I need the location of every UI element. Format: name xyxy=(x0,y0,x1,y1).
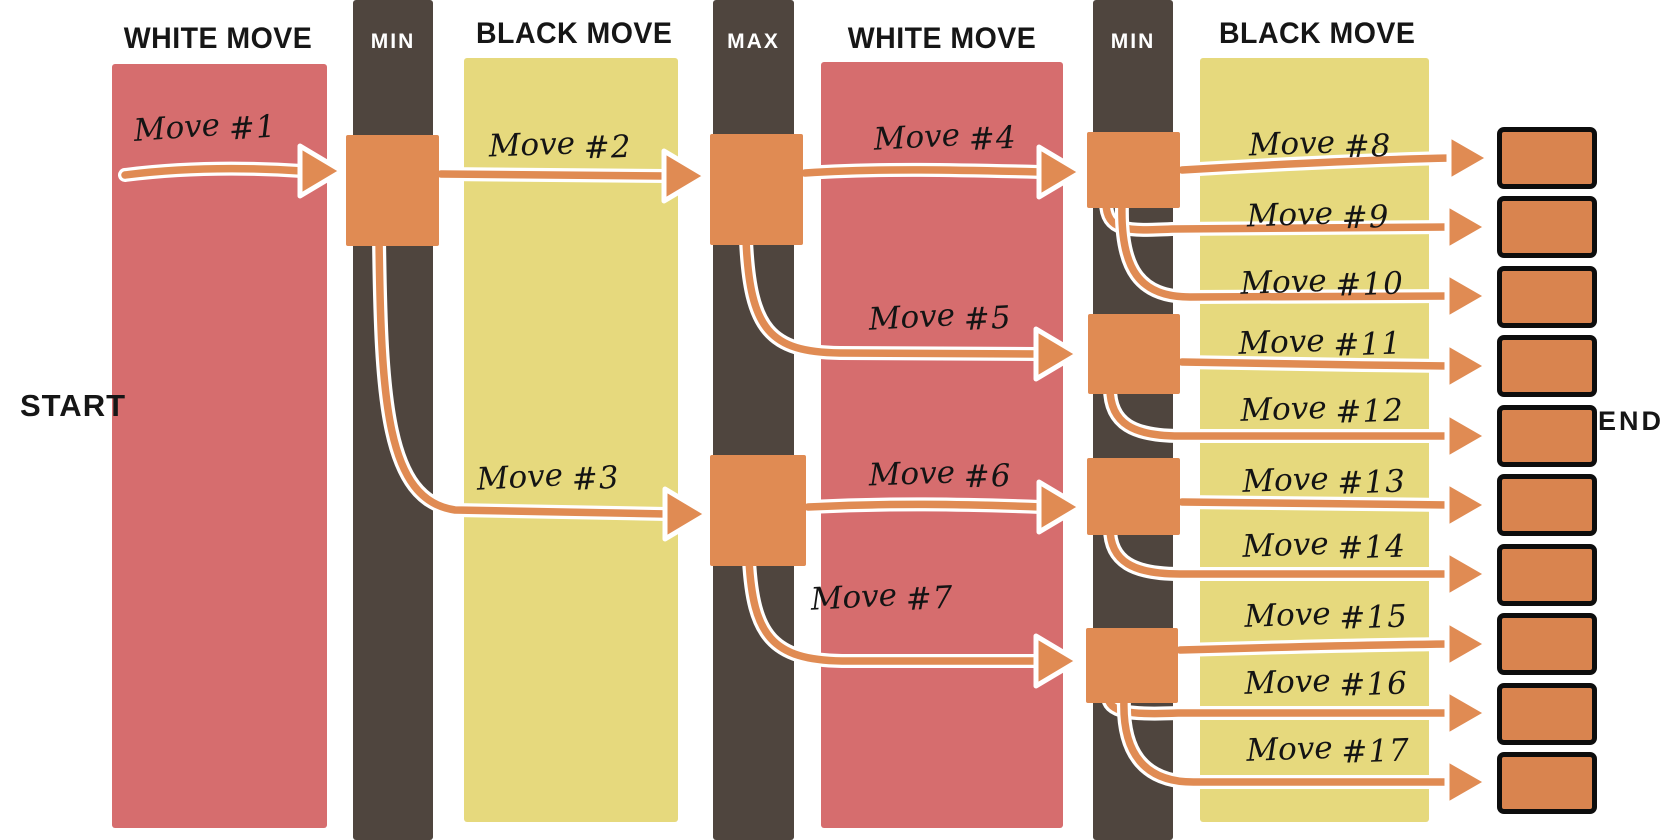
move-label-8: Move#8 xyxy=(1248,124,1393,166)
band-black-move-1 xyxy=(464,58,678,822)
column-header-black-move-2: BLACK MOVE xyxy=(1219,17,1416,50)
move-5-arrow xyxy=(739,233,1081,382)
band-white-move-1 xyxy=(112,64,327,828)
column-header-min-2: MIN xyxy=(1110,30,1156,53)
column-header-white-move-1: WHITE MOVE xyxy=(123,22,313,55)
column-header-black-move-1: BLACK MOVE xyxy=(476,17,673,50)
move-13-arrow xyxy=(1175,479,1490,531)
end-square-8 xyxy=(1497,613,1597,675)
column-header-max: MAX xyxy=(727,30,780,53)
node-max-bottom xyxy=(710,455,806,566)
move-label-12: Move#12 xyxy=(1239,389,1405,431)
move-label-10: Move#10 xyxy=(1239,262,1405,304)
column-header-min-1: MIN xyxy=(370,30,416,53)
move-label-15: Move#15 xyxy=(1243,595,1409,637)
move-7-arrow xyxy=(742,553,1081,689)
band-white-move-2 xyxy=(821,62,1063,828)
move-label-11: Move#11 xyxy=(1237,322,1403,364)
move-label-13: Move#13 xyxy=(1241,460,1407,502)
move-6-arrow xyxy=(801,479,1084,535)
end-square-5 xyxy=(1497,405,1597,467)
end-square-10 xyxy=(1497,752,1597,814)
move-label-14: Move#14 xyxy=(1241,525,1407,567)
node-max-top xyxy=(710,134,803,245)
node-min-2-b xyxy=(1088,314,1180,394)
move-label-2: Move#2 xyxy=(488,125,633,167)
column-header-white-move-2: WHITE MOVE xyxy=(847,22,1037,55)
end-square-9 xyxy=(1497,683,1597,745)
node-min-2-c xyxy=(1087,458,1180,535)
start-label: START xyxy=(20,388,127,423)
end-square-4 xyxy=(1497,335,1597,397)
move-label-9: Move#9 xyxy=(1246,195,1391,237)
move-15-arrow xyxy=(1173,618,1490,670)
move-1-arrow xyxy=(118,143,345,199)
node-min-2-a xyxy=(1087,132,1180,208)
move-17-arrow xyxy=(1116,692,1490,808)
end-square-2 xyxy=(1497,196,1597,258)
move-2-arrow xyxy=(434,148,709,204)
node-min-2-d xyxy=(1086,628,1178,703)
end-label: END xyxy=(1598,406,1665,436)
move-label-17: Move#17 xyxy=(1245,729,1411,771)
node-min-1 xyxy=(346,135,439,246)
move-8-arrow xyxy=(1175,132,1492,184)
end-square-1 xyxy=(1497,127,1597,189)
move-14-arrow xyxy=(1103,521,1490,600)
move-10-arrow xyxy=(1114,196,1490,322)
end-square-7 xyxy=(1497,544,1597,606)
end-square-3 xyxy=(1497,266,1597,328)
end-square-6 xyxy=(1497,474,1597,536)
move-11-arrow xyxy=(1175,340,1490,392)
move-label-16: Move#16 xyxy=(1243,662,1409,704)
move-12-arrow xyxy=(1103,381,1490,462)
move-label-6: Move#6 xyxy=(868,454,1013,496)
move-3-arrow xyxy=(372,231,710,542)
move-4-arrow xyxy=(798,144,1084,200)
